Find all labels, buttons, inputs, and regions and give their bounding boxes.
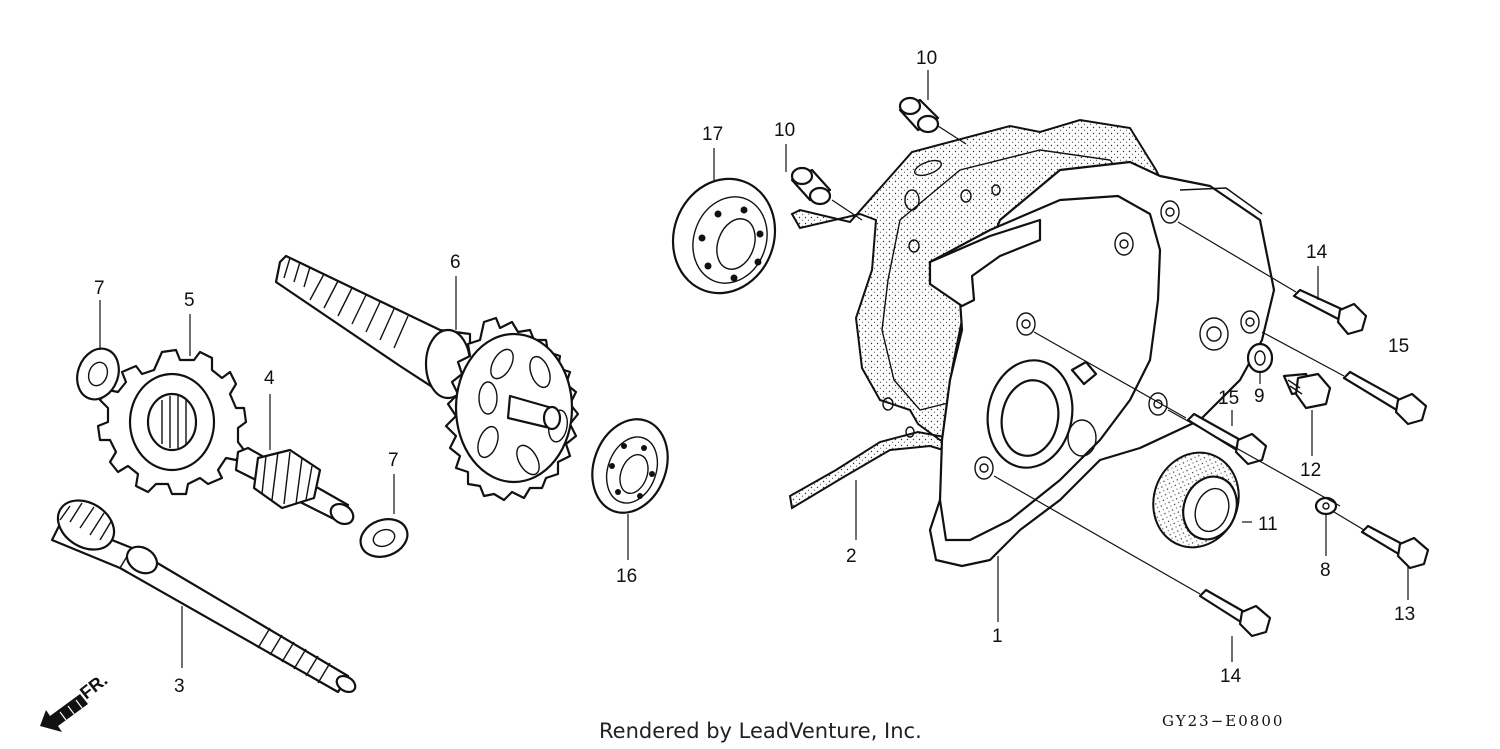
diagram-code: GY23−E0800 — [1162, 712, 1284, 730]
callout-6: 6 — [450, 252, 461, 273]
callout-2: 2 — [846, 546, 857, 567]
part-15-bolt-right — [1342, 370, 1428, 426]
part-10-dowel-pin-upper — [898, 96, 940, 134]
callout-10-lower: 10 — [774, 120, 795, 141]
callout-15-center: 15 — [1218, 388, 1239, 409]
callout-17: 17 — [702, 124, 723, 145]
front-direction-indicator: FR. — [40, 670, 111, 732]
footer-credit: Rendered by LeadVenture, Inc. — [599, 719, 922, 743]
part-11-oil-seal — [1152, 451, 1240, 549]
callout-5: 5 — [184, 290, 195, 311]
part-10-dowel-pin-lower — [790, 166, 832, 206]
callout-8: 8 — [1320, 560, 1331, 581]
callout-1: 1 — [992, 626, 1003, 647]
part-4-pinion-shaft — [234, 446, 355, 526]
part-15-bolt-center — [1186, 412, 1268, 466]
callout-10-upper: 10 — [916, 48, 937, 69]
part-12-plug-bolt — [1282, 372, 1332, 410]
callout-9: 9 — [1254, 386, 1265, 407]
callout-7-right: 7 — [388, 450, 399, 471]
part-1-transmission-cover — [928, 160, 1276, 568]
callout-7-left: 7 — [94, 278, 105, 299]
part-13-bolt — [1360, 524, 1430, 570]
callout-13: 13 — [1394, 604, 1415, 625]
callout-4: 4 — [264, 368, 275, 389]
part-7-washer-left — [76, 347, 120, 401]
callout-3: 3 — [174, 676, 185, 697]
part-14-bolt-upper — [1292, 288, 1368, 336]
part-7-washer-right — [359, 518, 409, 558]
part-17-bearing — [671, 177, 777, 295]
part-9-washer — [1246, 342, 1274, 374]
part-8-washer — [1314, 496, 1338, 516]
callout-15-right: 15 — [1388, 336, 1409, 357]
callout-11: 11 — [1258, 514, 1278, 535]
callout-12: 12 — [1300, 460, 1321, 481]
leader-lines — [99, 70, 1409, 668]
callout-14-upper: 14 — [1306, 242, 1328, 263]
part-5-gear — [96, 348, 248, 496]
part-16-bearing — [591, 418, 669, 514]
callout-numbers: 1 2 3 4 5 6 7 7 8 9 10 10 11 12 13 14 14… — [94, 48, 1415, 697]
front-arrow-icon — [40, 694, 88, 732]
part-6-countershaft — [274, 254, 580, 502]
part-14-bolt-lower — [1198, 588, 1272, 638]
callout-16: 16 — [616, 566, 637, 587]
part-3-main-shaft — [50, 499, 357, 694]
callout-14-lower: 14 — [1220, 666, 1242, 687]
